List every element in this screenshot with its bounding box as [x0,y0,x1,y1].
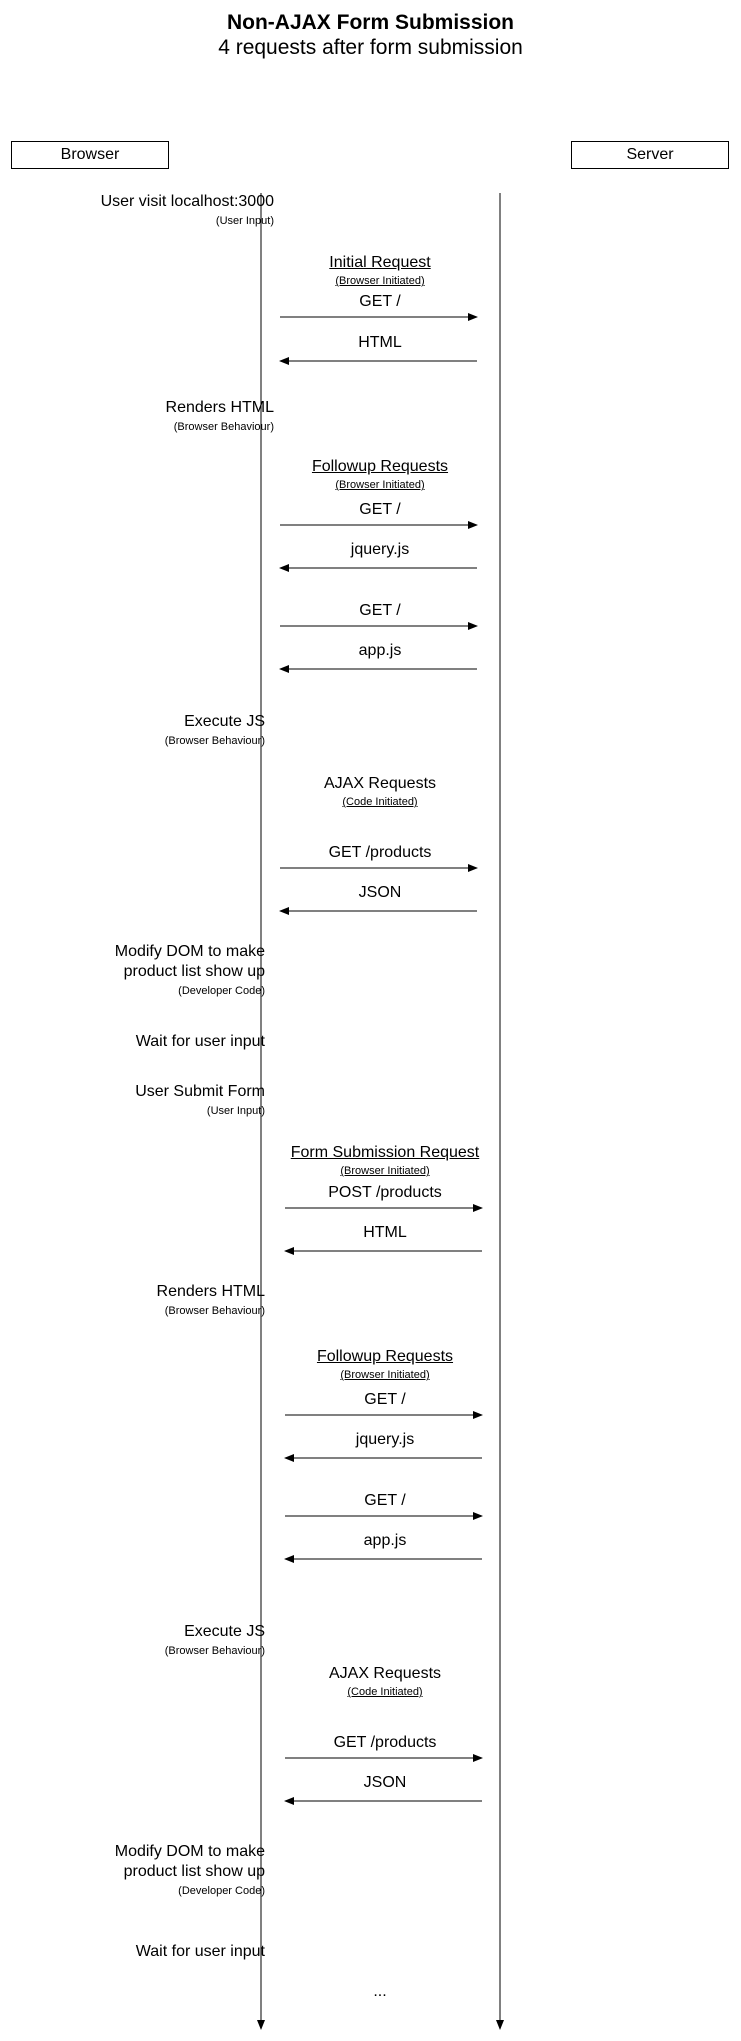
section-initial-request: Initial Request (Browser Initiated) [329,254,431,287]
message-label: HTML [358,334,402,351]
step-wait-input: Wait for user input [135,1033,265,1050]
message-label: jquery.js [350,541,410,558]
message-label: GET /products [333,1734,437,1751]
section-followup-requests-2: Followup Requests (Browser Initiated) [316,1348,454,1381]
message-label: GET / [359,602,401,619]
message-label: GET / [364,1391,406,1408]
message-label: app.js [358,642,402,659]
message-label: app.js [363,1532,407,1549]
section-ajax-requests: AJAX Requests (Code Initiated) [323,775,437,808]
step-renders-html: Renders HTML (Browser Behaviour) [165,399,274,433]
message-label: jquery.js [355,1431,415,1448]
continuation-ellipsis: ... [373,1983,387,2000]
message-label: GET / [359,501,401,518]
step-execute-js-2: Execute JS (Browser Behaviour) [164,1623,265,1657]
message-label: GET /products [328,844,432,861]
message-label: JSON [363,1774,407,1791]
diagram-title: Non-AJAX Form Submission [226,11,515,34]
message-label: GET / [364,1492,406,1509]
step-user-submit: User Submit Form (User Input) [135,1083,265,1117]
step-wait-input-2: Wait for user input [135,1943,265,1960]
step-renders-html-2: Renders HTML (Browser Behaviour) [156,1283,265,1317]
step-execute-js: Execute JS (Browser Behaviour) [164,713,265,747]
step-modify-dom: Modify DOM to make product list show up … [114,943,265,997]
diagram-subtitle: 4 requests after form submission [218,36,523,59]
message-label: POST /products [328,1184,442,1201]
message-label: JSON [358,884,402,901]
section-form-submission: Form Submission Request (Browser Initiat… [290,1144,480,1177]
message-label: HTML [363,1224,407,1241]
step-user-visit: User visit localhost:3000 (User Input) [100,193,274,227]
section-followup-requests: Followup Requests (Browser Initiated) [311,458,449,491]
actor-server: Server [571,141,729,169]
section-ajax-requests-2: AJAX Requests (Code Initiated) [328,1665,442,1698]
message-label: GET / [359,293,401,310]
step-modify-dom-2: Modify DOM to make product list show up … [114,1843,265,1897]
actor-browser: Browser [11,141,169,169]
